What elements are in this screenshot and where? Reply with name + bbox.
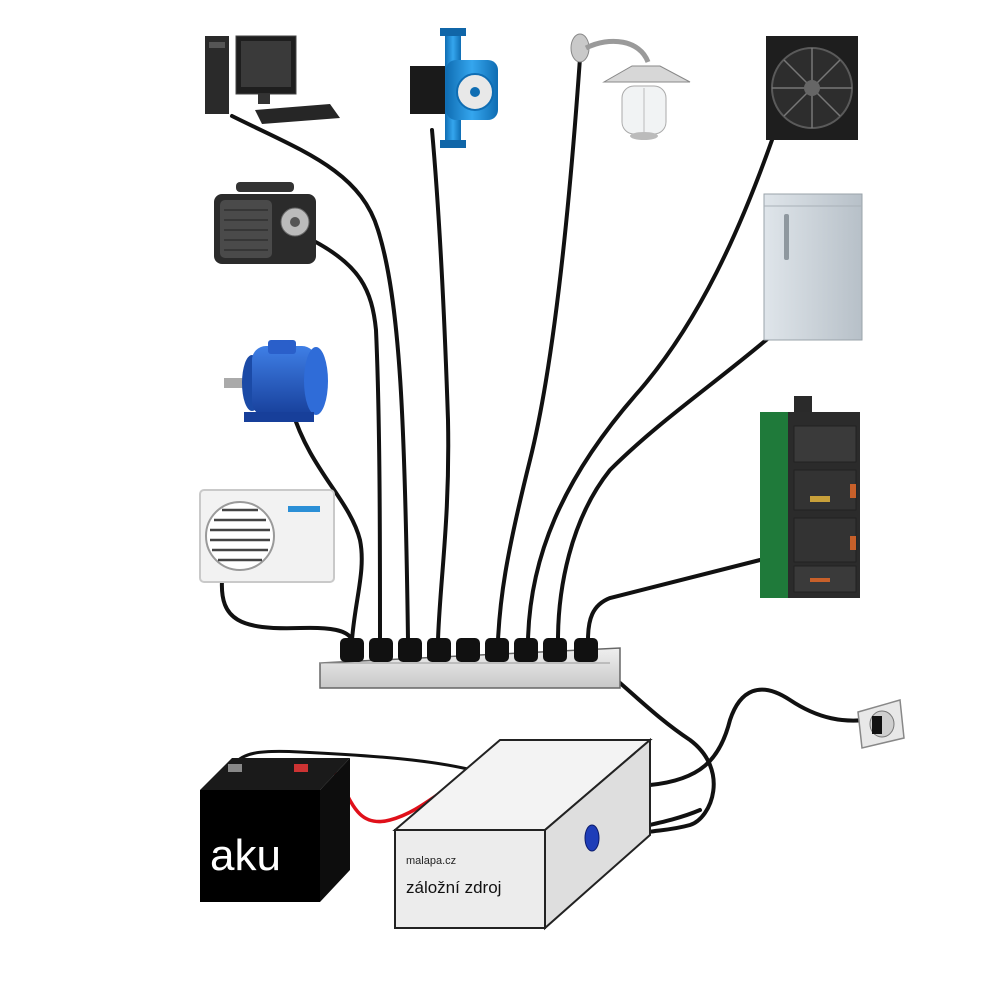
cable-fridge xyxy=(556,328,780,642)
battery-label: aku xyxy=(210,831,281,880)
cable-lamp xyxy=(496,56,582,642)
air-conditioner-icon xyxy=(199,489,335,583)
battery-black-wire xyxy=(230,749,474,772)
heating-boiler-icon xyxy=(760,396,860,598)
plug xyxy=(340,638,364,662)
desktop-computer-icon xyxy=(205,35,340,124)
plug xyxy=(574,638,598,662)
cable-ups-to-wall-socket xyxy=(648,687,867,787)
plug xyxy=(543,638,567,662)
cable-radio xyxy=(310,238,382,642)
cable-motor xyxy=(290,408,364,642)
wall-lamp-icon xyxy=(570,33,691,140)
cable-strip-to-ups xyxy=(610,674,716,834)
ups-power-button[interactable] xyxy=(584,824,600,852)
battery-icon: aku xyxy=(200,758,350,902)
plug xyxy=(398,638,422,662)
cable-pump xyxy=(430,128,451,642)
wall-socket-icon xyxy=(857,699,905,749)
ups-brand: malapa.cz xyxy=(406,855,456,867)
cable-air-conditioner xyxy=(219,578,354,642)
plug xyxy=(369,638,393,662)
circulation-pump-icon xyxy=(410,28,498,148)
electric-motor-icon xyxy=(224,340,328,422)
plug xyxy=(514,638,538,662)
plug xyxy=(485,638,509,662)
power-strip xyxy=(319,638,621,689)
cable-boiler xyxy=(586,558,762,642)
radio-icon xyxy=(214,182,316,264)
ups-label: záložní zdroj xyxy=(406,878,501,897)
cable-computer xyxy=(230,114,410,642)
refrigerator-icon xyxy=(763,193,863,341)
exhaust-fan-icon xyxy=(766,36,858,140)
plug xyxy=(427,638,451,662)
cable-fan xyxy=(526,138,774,642)
ups-box: malapa.cz záložní zdroj xyxy=(392,737,653,931)
power-strip-plugs xyxy=(340,638,598,662)
plug xyxy=(456,638,480,662)
